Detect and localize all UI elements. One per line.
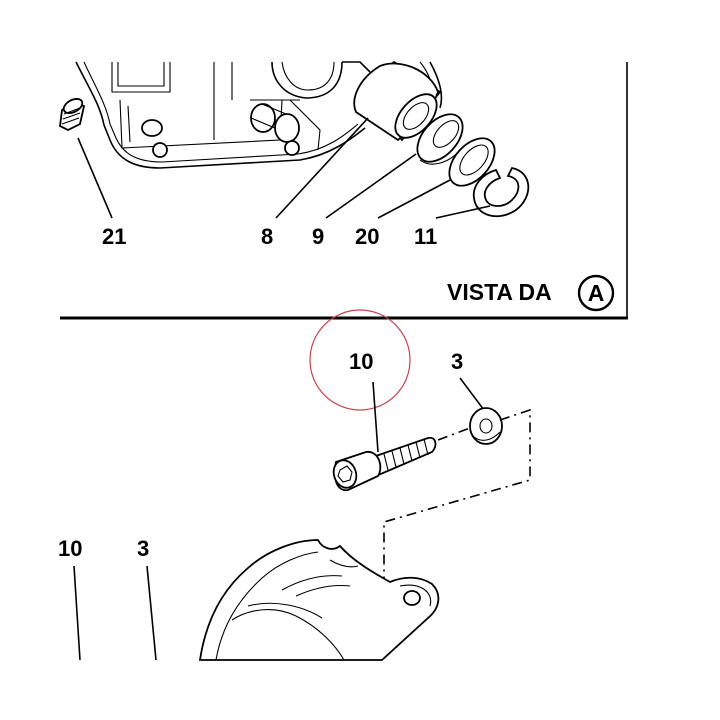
- view-label-letter: A: [588, 280, 605, 306]
- middle-assembly: 10 3: [309, 309, 531, 612]
- leader-lines-top: [77, 117, 491, 219]
- highlight-circle: [309, 309, 411, 411]
- casting-bolt-hole: [284, 140, 300, 156]
- housing-casting: [75, 61, 443, 169]
- callout-10: 10: [349, 349, 373, 374]
- part-3-washer: [469, 407, 503, 445]
- leader-3: [459, 377, 485, 411]
- callout-21: 21: [102, 224, 126, 249]
- bottom-assembly: 10 3: [58, 536, 440, 661]
- part-20-ring: [448, 137, 496, 187]
- part-8-bushing: [353, 60, 442, 142]
- leader-10-bottom: [73, 565, 81, 661]
- view-a-panel: 21 8 9 20 11 VISTA DA A: [59, 60, 628, 320]
- callout-11: 11: [414, 224, 437, 249]
- cover-housing: [198, 539, 440, 661]
- part-11-circlip: [472, 166, 530, 218]
- part-10-socket-screw: [332, 436, 437, 492]
- callout-8: 8: [261, 224, 273, 249]
- leader-3-bottom: [146, 565, 157, 661]
- callout-9: 9: [312, 224, 324, 249]
- casting-boss: [274, 113, 300, 143]
- cover-bolt-hole: [403, 590, 421, 606]
- callout-10-cut: 10: [58, 536, 82, 561]
- callout-3-washer: 3: [451, 349, 463, 374]
- assembly-centerline: [383, 408, 531, 612]
- callout-20: 20: [355, 224, 379, 249]
- part-9-washer: [416, 113, 464, 165]
- callout-3-bottom: 3: [137, 536, 149, 561]
- view-label-circle: [577, 274, 615, 312]
- casting-boss: [141, 119, 163, 137]
- leader-10: [372, 381, 379, 453]
- view-label-text: VISTA DA: [447, 279, 552, 305]
- part-21-dowel-pin: [59, 98, 86, 132]
- casting-bolt-hole: [152, 142, 168, 158]
